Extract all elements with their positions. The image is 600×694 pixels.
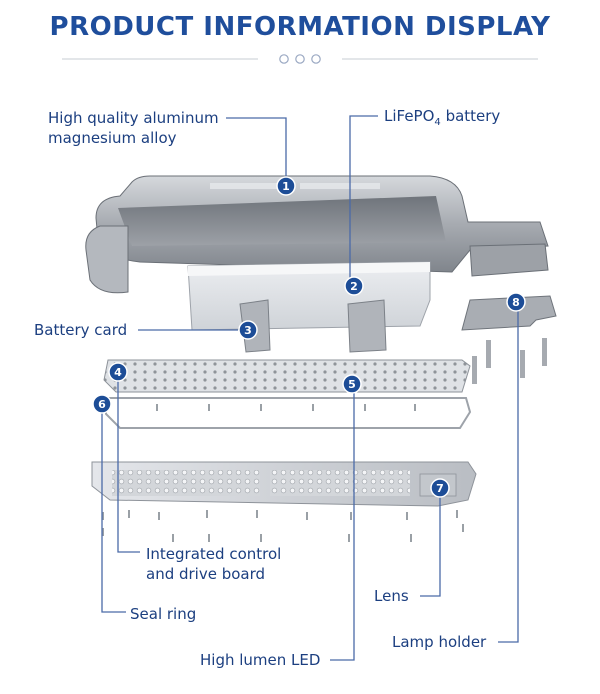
svg-text:8: 8 — [512, 296, 520, 309]
label-lens: Lens — [374, 587, 409, 605]
svg-text:6: 6 — [98, 398, 106, 411]
aluminum-housing — [85, 175, 549, 294]
badge-2: 2 — [344, 276, 364, 296]
leader-line-seal-ring — [101, 406, 126, 613]
leader-line-lamp-holder — [498, 302, 519, 643]
label-battery-card: Battery card — [34, 321, 128, 339]
screws — [102, 404, 464, 542]
badge-4: 4 — [108, 362, 128, 382]
badge-6: 6 — [92, 394, 112, 414]
badge-7: 7 — [430, 478, 450, 498]
leader-line-aluminum — [226, 117, 287, 184]
svg-text:2: 2 — [350, 280, 358, 293]
badge-8: 8 — [506, 292, 526, 312]
label-battery-main: LiFePO — [384, 107, 435, 125]
leader-line-led — [330, 386, 355, 661]
page-title: PRODUCT INFORMATION DISPLAY — [49, 12, 551, 42]
header-divider — [62, 54, 538, 64]
leader-lines — [101, 115, 519, 661]
led-lens-panel — [91, 461, 477, 507]
svg-text:5: 5 — [348, 378, 356, 391]
svg-text:3: 3 — [244, 324, 252, 337]
badge-3: 3 — [238, 320, 258, 340]
label-aluminum-alloy: High quality aluminum magnesium alloy — [48, 109, 219, 147]
leader-line-battery — [349, 115, 378, 284]
label-battery-subscript: 4 — [434, 117, 441, 128]
badge-5: 5 — [342, 374, 362, 394]
svg-text:4: 4 — [114, 366, 122, 379]
label-lamp-holder: Lamp holder — [392, 633, 487, 651]
label-battery-tail: battery — [440, 107, 501, 125]
label-control-board: Integrated control and drive board — [146, 545, 282, 583]
seal-ring — [105, 397, 472, 429]
badge-1: 1 — [276, 176, 296, 196]
leader-line-control-board — [117, 374, 140, 553]
svg-text:7: 7 — [436, 482, 444, 495]
label-battery: LiFePO4 battery — [384, 106, 500, 133]
lamp-holder-bracket — [461, 295, 557, 384]
leader-line-lens — [420, 490, 441, 597]
battery-pack — [187, 261, 431, 331]
label-high-lumen-led: High lumen LED — [200, 651, 321, 669]
svg-text:1: 1 — [282, 180, 290, 193]
label-seal-ring: Seal ring — [130, 605, 197, 623]
control-drive-board — [103, 359, 471, 393]
